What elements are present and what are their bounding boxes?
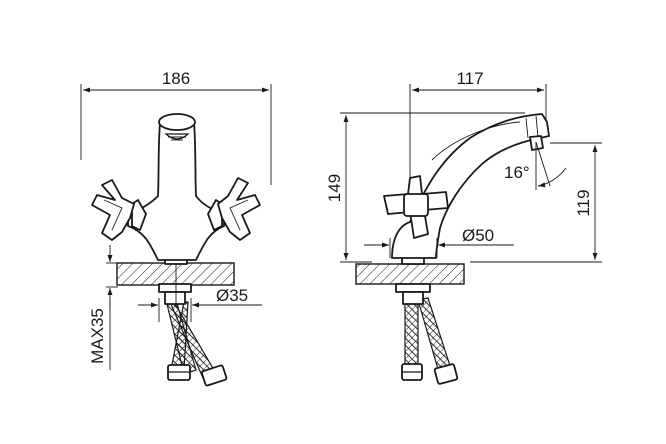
base-diameter-label: Ø50 [462, 226, 494, 245]
faucet-body-front [127, 113, 225, 261]
handle-left [91, 179, 147, 241]
dimension-base-diameter: Ø50 [364, 226, 514, 258]
dimension-width: 186 [80, 69, 272, 185]
max-thickness-label: MAX35 [88, 308, 107, 364]
dimension-spout-height: 119 [470, 142, 602, 263]
spout-angle-label: 16° [504, 163, 530, 182]
dimension-max-thickness: MAX35 [88, 245, 118, 370]
hose-nut-right [200, 364, 228, 387]
countertop-section-side [355, 263, 465, 285]
dimension-thread-diameter: Ø35 [138, 286, 262, 322]
handle-right [207, 177, 261, 241]
handle-side [383, 175, 449, 239]
thread-diameter-label: Ø35 [216, 286, 248, 305]
front-view: 186 [80, 69, 272, 387]
supply-hoses [165, 299, 228, 387]
supply-hoses-side [401, 297, 459, 385]
dimension-spout-angle: 16° [504, 141, 567, 190]
countertop-section [116, 262, 235, 286]
reach-label: 117 [456, 69, 483, 88]
spout-height-label: 119 [574, 189, 593, 216]
dimension-height: 149 [325, 112, 525, 263]
width-label: 186 [162, 69, 190, 88]
height-label: 149 [325, 174, 344, 202]
dimension-reach: 117 [409, 69, 547, 196]
side-view: 117 149 [325, 69, 602, 385]
hose-nut-side-right [433, 363, 459, 385]
